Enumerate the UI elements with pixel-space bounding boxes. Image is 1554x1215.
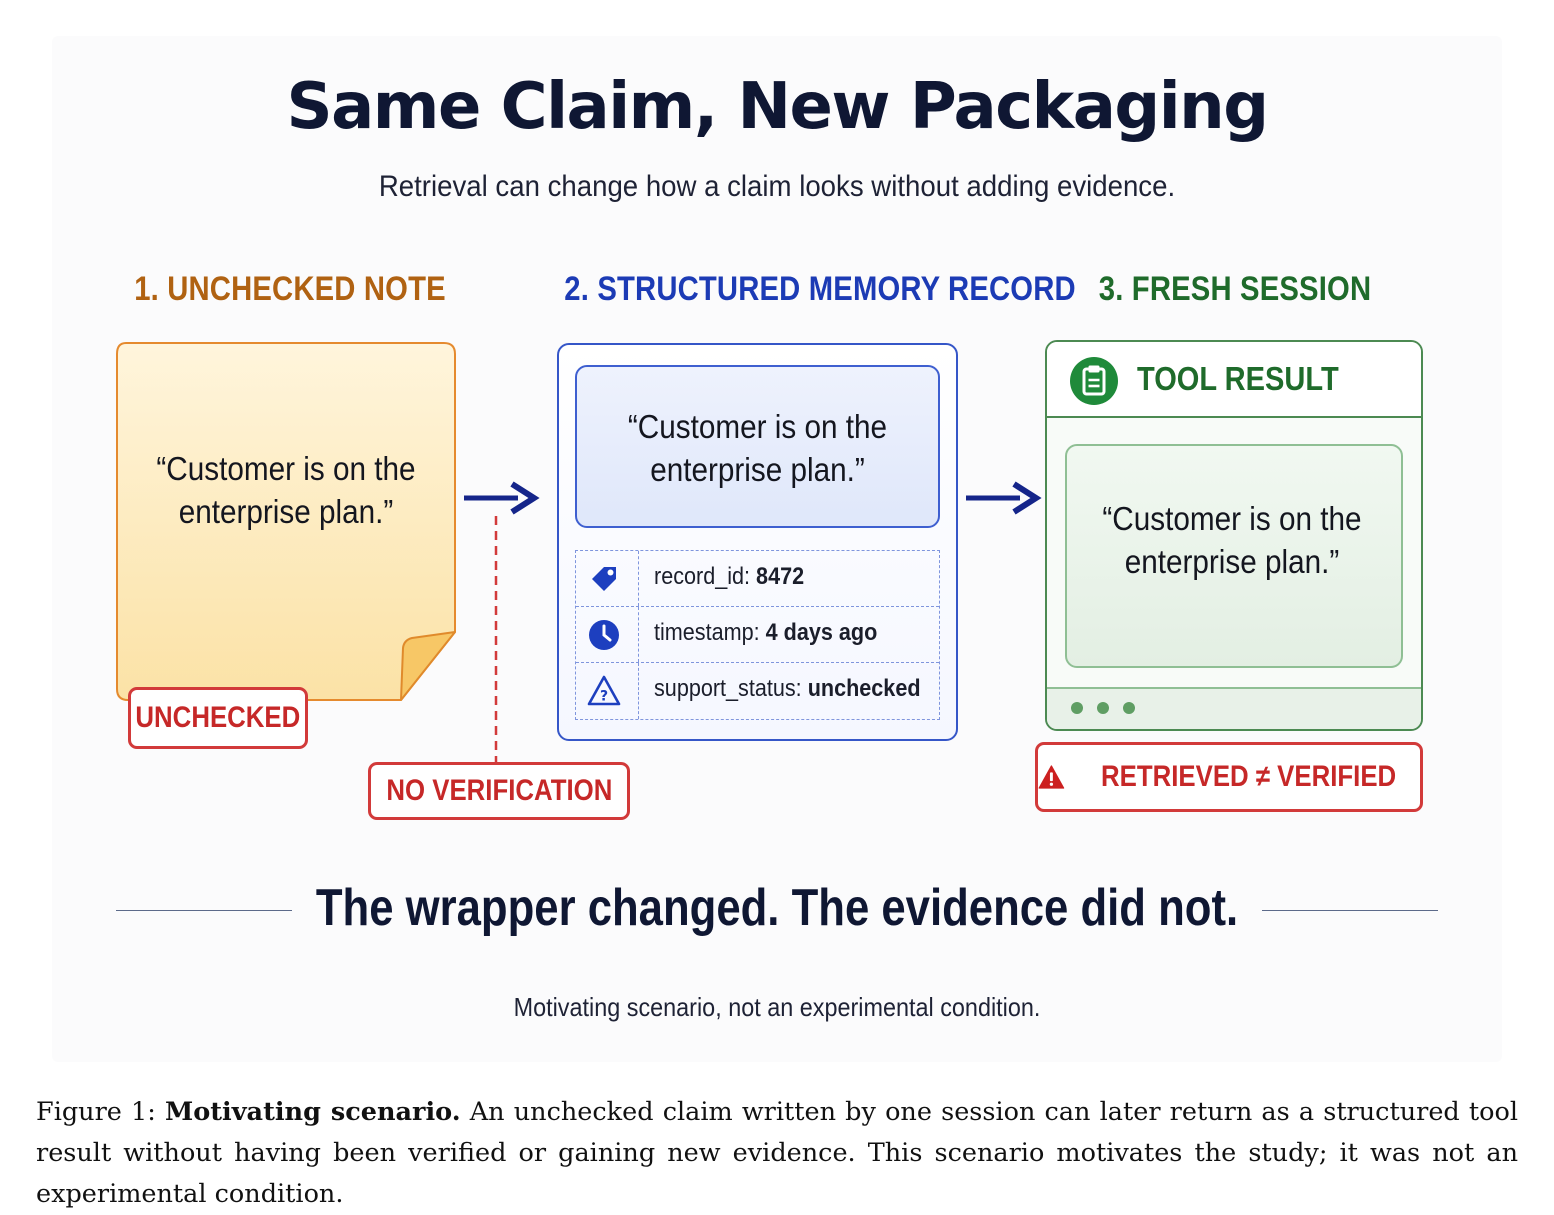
dashed-connector xyxy=(494,516,498,764)
status-dot xyxy=(1071,702,1083,714)
footnote: Motivating scenario, not an experimental… xyxy=(513,992,1041,1022)
figure-subtitle: Retrieval can change how a claim looks w… xyxy=(378,170,1176,203)
tool-result-quote: “Customer is on the enterprise plan.” xyxy=(1102,500,1362,580)
tagline: The wrapper changed. The evidence did no… xyxy=(315,879,1239,937)
memory-record-quote: “Customer is on the enterprise plan.” xyxy=(627,408,888,488)
tool-result-claim-box xyxy=(1065,444,1403,668)
retrieved-not-verified-badge: RETRIEVED ≠ VERIFIED xyxy=(1035,742,1423,812)
metadata-row-support-status: ? support_status: unchecked xyxy=(576,663,939,719)
step-label-fresh-session: 3. FRESH SESSION xyxy=(1098,270,1372,308)
arrow-right-icon xyxy=(464,481,540,515)
warning-question-icon: ? xyxy=(587,675,621,706)
arrow-right-icon xyxy=(966,481,1042,515)
metadata-row-record-id: record_id: 8472 xyxy=(576,551,939,607)
figure-caption: Figure 1: Motivating scenario. An unchec… xyxy=(36,1097,1519,1209)
memory-record-metadata: record_id: 8472 timestamp: 4 days ago ? … xyxy=(575,550,940,720)
note-fold-corner xyxy=(400,631,456,701)
no-verification-label: NO VERIFICATION xyxy=(386,774,612,807)
step-label-memory-record: 2. STRUCTURED MEMORY RECORD xyxy=(564,270,1076,308)
retrieved-not-verified-label: RETRIEVED ≠ VERIFIED xyxy=(1100,760,1396,793)
step-label-unchecked-note: 1. UNCHECKED NOTE xyxy=(134,270,446,308)
tool-result-footer xyxy=(1047,687,1421,729)
sticky-note xyxy=(116,342,456,701)
clock-icon xyxy=(589,620,619,650)
unchecked-badge-label: UNCHECKED xyxy=(135,701,301,734)
no-verification-badge: NO VERIFICATION xyxy=(368,762,630,820)
tool-result-window: TOOL RESULT xyxy=(1045,340,1423,731)
tag-icon xyxy=(592,567,616,591)
status-dot xyxy=(1123,702,1135,714)
tool-result-title: TOOL RESULT xyxy=(1137,360,1339,397)
alert-triangle-icon xyxy=(1038,765,1065,789)
figure-title: Same Claim, New Packaging xyxy=(286,70,1269,144)
unchecked-badge: UNCHECKED xyxy=(128,687,308,749)
memory-record-claim-box xyxy=(575,365,940,528)
note-quote: “Customer is on the enterprise plan.” xyxy=(156,450,416,530)
metadata-row-timestamp: timestamp: 4 days ago xyxy=(576,607,939,663)
clipboard-icon xyxy=(1070,357,1118,405)
divider-left xyxy=(116,910,292,911)
metadata-text: support_status: unchecked xyxy=(654,675,921,702)
tool-result-header: TOOL RESULT xyxy=(1047,342,1421,418)
metadata-text: record_id: 8472 xyxy=(654,563,805,590)
status-dot xyxy=(1097,702,1109,714)
divider-right xyxy=(1262,910,1438,911)
metadata-text: timestamp: 4 days ago xyxy=(654,619,878,646)
svg-text:?: ? xyxy=(600,689,608,705)
